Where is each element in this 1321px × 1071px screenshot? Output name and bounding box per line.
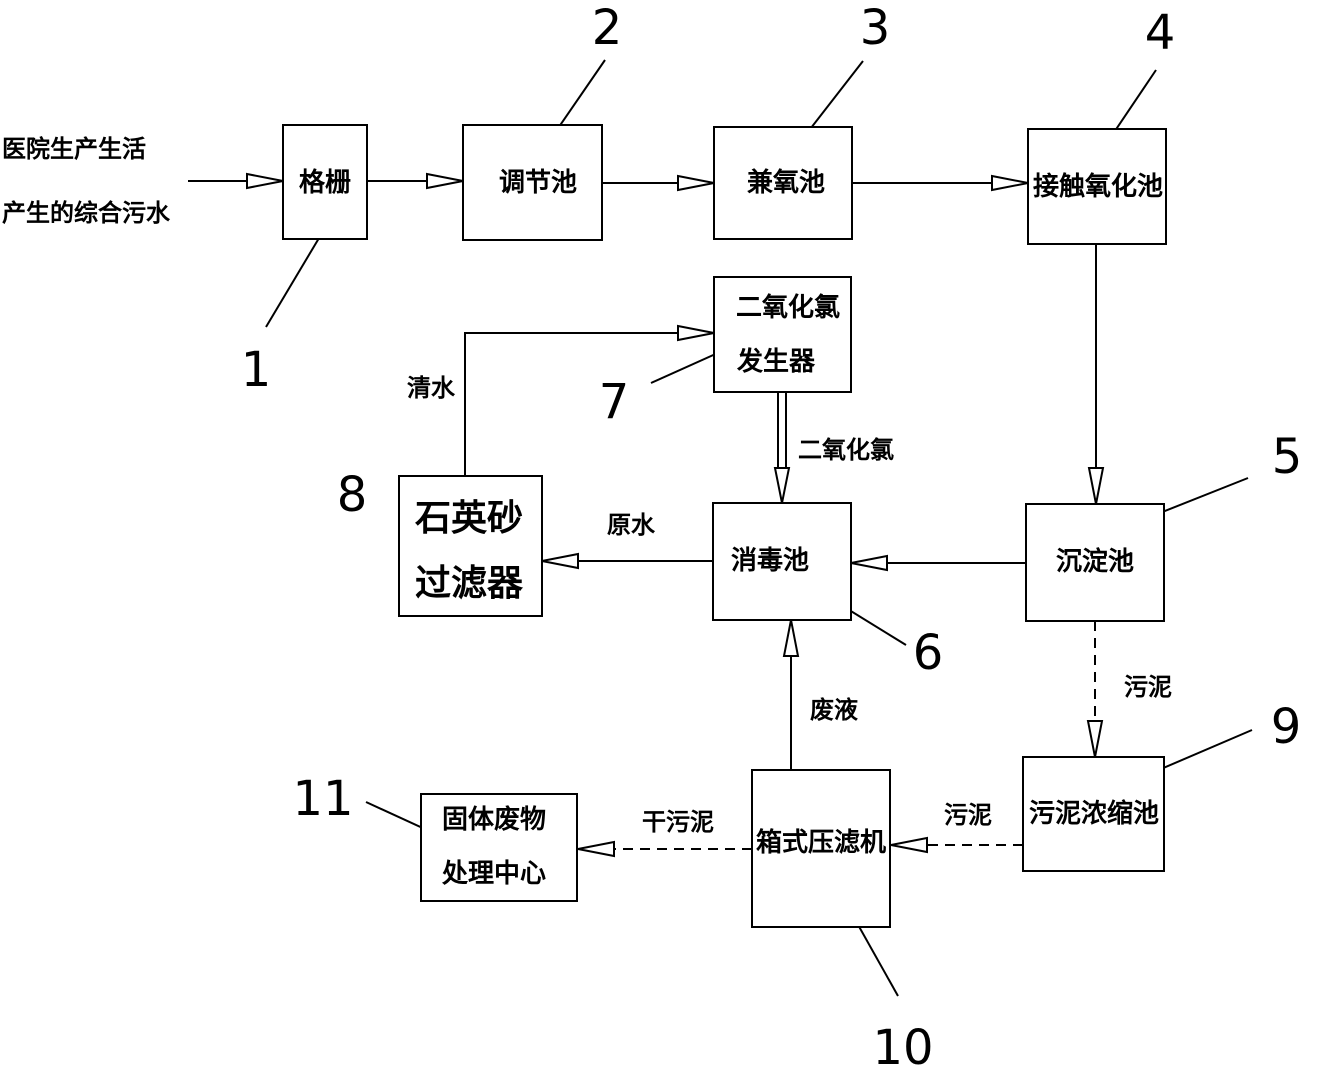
unit-7-label-line2: 发生器 <box>736 346 816 377</box>
unit-1-grid: 格栅 <box>282 124 368 240</box>
unit-box <box>462 124 603 241</box>
unit-8-label-line2: 过滤器 <box>415 563 524 604</box>
leader-1 <box>265 227 326 328</box>
unit-3-label: 兼氧池 <box>747 167 825 198</box>
flow-label-dry-sludge: 干污泥 <box>642 808 714 836</box>
flow-label-sludge-a: 污泥 <box>1124 673 1172 701</box>
unit-8-label-line1: 石英砂 <box>415 498 523 539</box>
unit-5-sedimentation-tank: 沉淀池 <box>1025 503 1165 622</box>
arrowhead <box>782 619 800 657</box>
unit-box <box>751 769 891 928</box>
ref-number-9: 9 <box>1271 699 1302 755</box>
flow-label-waste-liquid: 废液 <box>810 696 858 724</box>
arrowhead <box>677 324 715 342</box>
flow-label-chlorine-dioxide: 二氧化氯 <box>798 436 894 464</box>
arrowhead <box>773 467 791 504</box>
unit-5-label: 沉淀池 <box>1056 546 1134 577</box>
unit-6-label: 消毒池 <box>731 546 809 576</box>
unit-4-label: 接触氧化池 <box>1033 172 1163 202</box>
unit-11-solid-waste-center: 固体废物 处理中心 <box>420 793 578 902</box>
ref-number-1: 1 <box>241 342 272 398</box>
unit-7-chlorine-dioxide-generator: 二氧化氯 发生器 <box>713 276 852 393</box>
unit-box <box>282 124 368 240</box>
unit-10-label: 箱式压滤机 <box>756 827 886 858</box>
unit-8-quartz-sand-filter: 石英砂 过滤器 <box>398 475 543 617</box>
unit-7-label-line1: 二氧化氯 <box>736 292 840 323</box>
flow-label-clear-water: 清水 <box>407 374 456 402</box>
unit-2-regulating-tank: 调节池 <box>462 124 603 241</box>
arrowhead <box>677 174 715 192</box>
arrowhead <box>541 552 579 570</box>
arrowhead <box>890 836 928 854</box>
ref-number-8: 8 <box>337 467 368 523</box>
connectors <box>188 172 1105 858</box>
ref-number-3: 3 <box>860 0 891 56</box>
arrowhead <box>246 172 284 190</box>
unit-box <box>713 126 853 240</box>
flow-label-sludge-b: 污泥 <box>944 801 992 829</box>
arrowhead <box>850 554 888 572</box>
ref-number-5: 5 <box>1272 429 1303 485</box>
ref-number-4: 4 <box>1145 5 1176 61</box>
unit-2-label: 调节池 <box>499 168 577 198</box>
flow-8-to-7 <box>464 332 678 476</box>
unit-box <box>1022 756 1165 872</box>
unit-box <box>713 276 852 393</box>
unit-10-box-filter-press: 箱式压滤机 <box>751 769 891 928</box>
ref-number-10: 10 <box>872 1020 933 1071</box>
arrowhead <box>426 172 464 190</box>
unit-3-facultative-tank: 兼氧池 <box>713 126 853 240</box>
arrowhead <box>991 174 1029 192</box>
arrowhead <box>577 840 615 858</box>
unit-box <box>712 502 852 621</box>
flow-label-raw-water: 原水 <box>607 511 656 539</box>
unit-1-label: 格栅 <box>299 167 351 198</box>
ref-number-2: 2 <box>592 0 623 56</box>
unit-9-label: 污泥浓缩池 <box>1029 798 1159 829</box>
ref-number-6: 6 <box>913 625 944 681</box>
unit-11-label-line1: 固体废物 <box>442 804 546 835</box>
arrowhead <box>1087 467 1105 505</box>
ref-number-7: 7 <box>599 374 630 430</box>
input-label-line1: 医院生产生活 <box>2 135 146 163</box>
unit-9-sludge-thickener: 污泥浓缩池 <box>1022 756 1165 872</box>
unit-box <box>1025 503 1165 622</box>
unit-4-contact-oxidation-tank: 接触氧化池 <box>1027 128 1167 245</box>
unit-box <box>420 793 578 902</box>
input-label-line2: 产生的综合污水 <box>2 199 171 227</box>
unit-11-label-line2: 处理中心 <box>441 859 546 889</box>
arrowhead <box>1086 720 1104 758</box>
unit-box <box>398 475 543 617</box>
unit-6-disinfection-tank: 消毒池 <box>712 502 852 621</box>
unit-box <box>1027 128 1167 245</box>
ref-number-11: 11 <box>292 771 353 827</box>
